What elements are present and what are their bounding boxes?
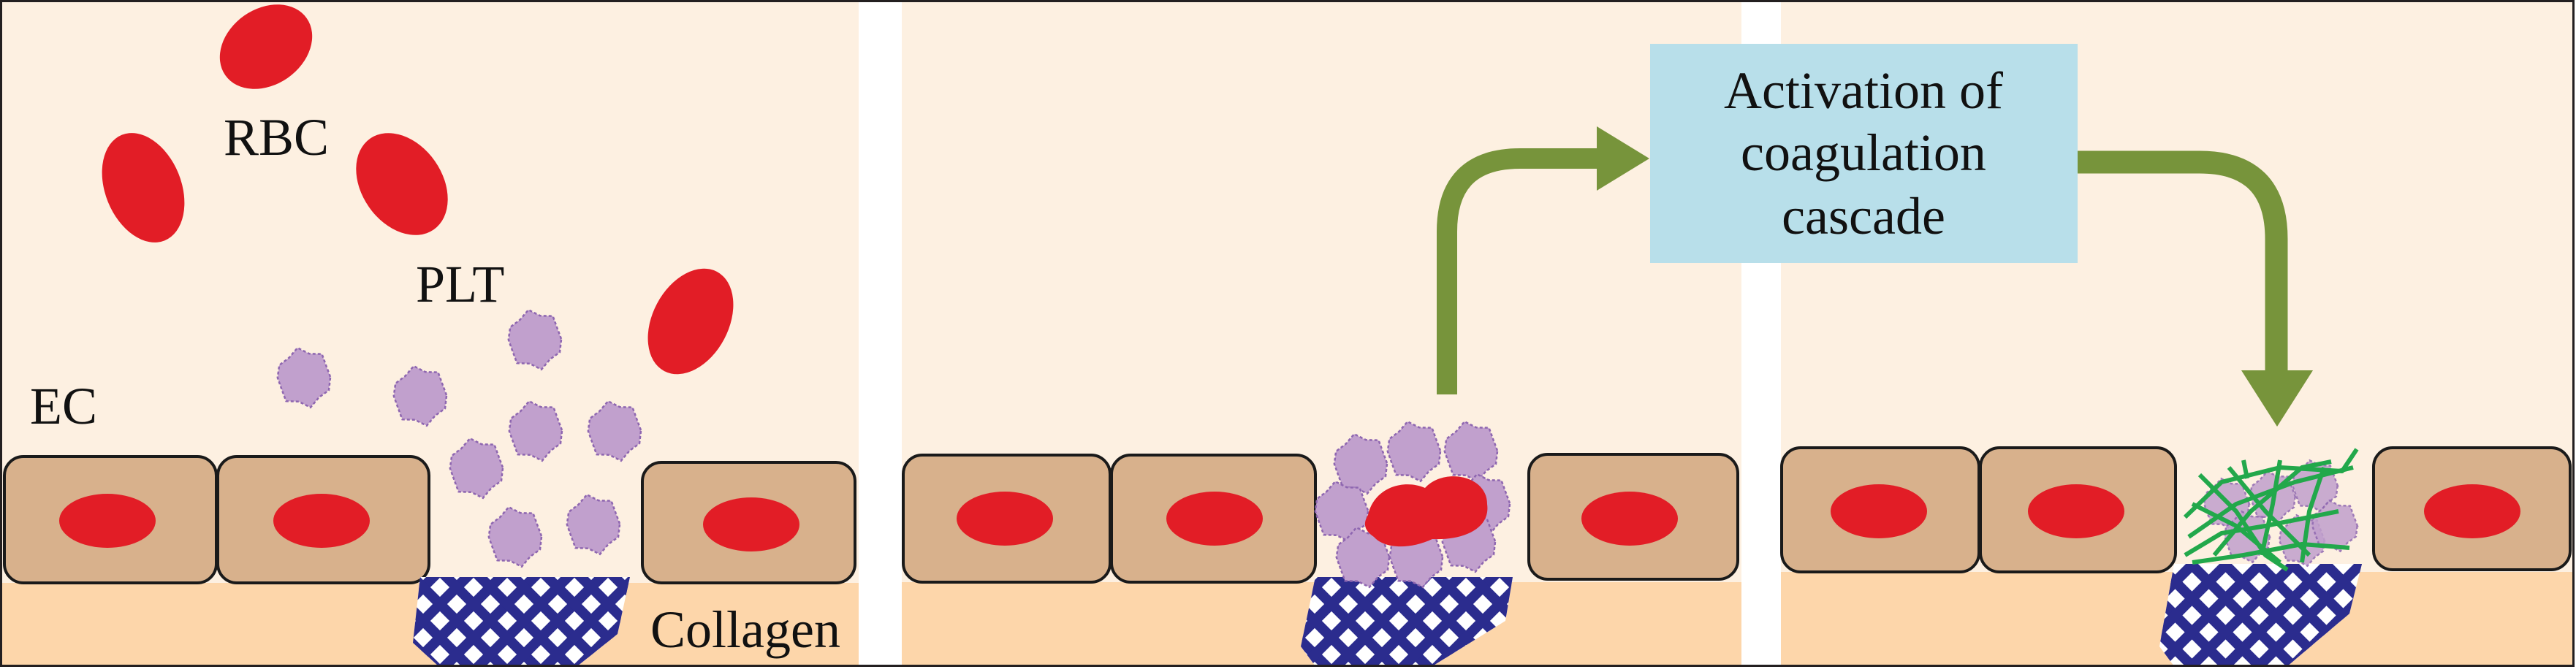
- collagen-fiber: [607, 577, 630, 666]
- endothelial-cell: [216, 455, 430, 584]
- platelet: [276, 346, 333, 409]
- nucleus: [2424, 484, 2520, 538]
- red-blood-cells: [102, 4, 734, 375]
- endothelial-cell: [3, 455, 218, 584]
- nucleus: [703, 497, 799, 551]
- aggregated-platelet: [1333, 432, 1389, 495]
- collagen-fiber: [1432, 577, 1513, 666]
- coagulation-cascade-box: Activation of coagulation cascade: [1650, 44, 2078, 263]
- fibrin-strand: [2300, 467, 2326, 563]
- endothelial-cell: [1979, 446, 2177, 573]
- arrow-head-right-icon: [1597, 126, 1649, 191]
- platelet: [587, 400, 643, 462]
- platelet: [487, 505, 544, 568]
- arrow-shaft: [2078, 150, 2288, 373]
- endothelial-cell: [902, 454, 1112, 584]
- arrow-from-cascade: [2078, 150, 2313, 427]
- collagen-fiber: [2320, 564, 2362, 666]
- endothelial-cell: [1780, 446, 1980, 573]
- aggregated-platelet: [1386, 420, 1443, 483]
- nucleus: [1581, 492, 1678, 546]
- red-blood-cell: [102, 133, 185, 243]
- collagen-fibers: [2159, 564, 2362, 666]
- arrow-shaft: [1437, 148, 1600, 394]
- nucleus: [1166, 492, 1263, 546]
- fibrin-strand: [2187, 465, 2354, 539]
- fibrin-strand: [2227, 466, 2311, 557]
- process-box: [1650, 44, 2078, 263]
- label-plt: PLT: [416, 255, 504, 313]
- fibrin-strand: [2192, 542, 2350, 565]
- red-blood-cell: [219, 4, 313, 89]
- platelets: [276, 308, 643, 568]
- process-box-line-1: Activation of: [1724, 61, 2003, 120]
- panel-divider: [859, 2, 902, 665]
- endothelial-cell: [1527, 453, 1739, 581]
- fibrin-strand: [2191, 502, 2281, 565]
- platelet: [566, 493, 622, 556]
- red-blood-cell: [647, 268, 734, 375]
- trapped-red-blood-cell: [1364, 476, 1488, 547]
- platelet: [449, 437, 505, 500]
- arrow-to-cascade: [1437, 126, 1649, 394]
- endothelial-cell: [2372, 446, 2572, 571]
- collagen-fiber: [1465, 577, 1513, 666]
- fibrin-clot: [2183, 448, 2359, 572]
- platelet: [507, 308, 563, 371]
- label-ec: EC: [30, 377, 97, 435]
- nucleus: [1831, 484, 1927, 538]
- nucleus: [957, 492, 1053, 546]
- red-blood-cell: [356, 133, 448, 235]
- nucleus: [2028, 484, 2124, 538]
- nucleus: [59, 494, 156, 548]
- arrow-head-down-icon: [2241, 370, 2313, 427]
- process-box-line-3: cascade: [1782, 187, 1945, 245]
- platelet: [392, 364, 449, 427]
- fibrin-strand: [2241, 459, 2249, 479]
- endothelial-cells: [3, 446, 2572, 584]
- endothelial-cell: [641, 461, 856, 584]
- fibrin-strand: [2197, 473, 2289, 572]
- label-collagen: Collagen: [650, 600, 840, 659]
- aggregated-platelet: [1443, 420, 1500, 483]
- process-box-line-2: coagulation: [1741, 123, 1986, 182]
- label-rbc: RBC: [224, 108, 329, 167]
- fibrin-strand: [2260, 459, 2282, 556]
- nucleus: [273, 494, 370, 548]
- platelet-aggregate: [1314, 420, 1512, 589]
- platelet: [508, 400, 564, 462]
- endothelial-cell: [1110, 454, 1317, 584]
